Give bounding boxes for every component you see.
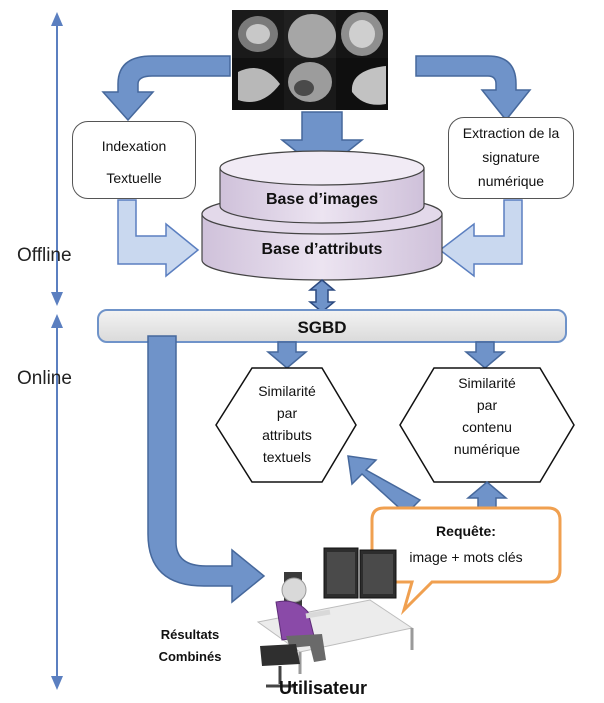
double-arrow-db-sgbd [307, 279, 337, 313]
content-similarity-line2: par [476, 397, 498, 413]
sgbd-bar [97, 309, 567, 343]
user-label: Utilisateur [278, 678, 368, 698]
content-similarity-line1: Similarité [458, 375, 516, 391]
arrow-sgbd-to-content-similarity [463, 341, 507, 369]
text-similarity-label: Similarité par attributs textuels [232, 380, 342, 468]
offline-phase-arrow [51, 12, 63, 306]
query-line2: image + mots clés [409, 549, 523, 565]
curved-arrow-to-extraction [415, 55, 532, 122]
query-callout [370, 506, 562, 616]
textual-indexing-box: Indexation Textuelle [72, 121, 196, 199]
signature-extraction-line3: numérique [477, 173, 545, 189]
image-base-cylinder [219, 150, 425, 224]
results-arrow-to-user [147, 335, 266, 604]
textual-indexing-line2: Textuelle [106, 170, 162, 186]
signature-extraction-box: Extraction de la signature numérique [448, 117, 574, 199]
content-similarity-hexagon [399, 367, 575, 483]
curved-arrow-to-indexing [101, 55, 231, 122]
text-similarity-hexagon [215, 367, 357, 483]
content-similarity-label: Similarité par contenu numérique [430, 372, 544, 460]
content-similarity-line3: contenu [462, 419, 512, 435]
user-workstation-illustration [256, 547, 414, 688]
text-similarity-line1: Similarité [258, 383, 316, 399]
signature-extraction-line2: signature [482, 149, 540, 165]
query-label: Requête: image + mots clés [374, 518, 558, 570]
combined-results-line1: Résultats [160, 627, 220, 642]
combined-results-line2: Combinés [158, 649, 222, 664]
arrow-extraction-to-db [438, 199, 523, 278]
attribute-base-label: Base d’attributs [261, 241, 383, 258]
medical-images-collage [232, 10, 388, 110]
online-label: Online [17, 368, 72, 389]
arrow-query-to-content-similarity [465, 481, 509, 511]
content-similarity-line4: numérique [453, 441, 521, 457]
sgbd-label: SGBD [297, 318, 347, 337]
offline-label: Offline [17, 245, 72, 266]
signature-extraction-line1: Extraction de la [462, 125, 560, 141]
query-line1: Requête: [436, 523, 496, 539]
arrow-indexing-to-db [117, 199, 200, 278]
text-similarity-line4: textuels [262, 449, 312, 465]
textual-indexing-line1: Indexation [101, 138, 167, 154]
online-phase-arrow [51, 314, 63, 690]
combined-results-label: Résultats Combinés [138, 624, 242, 668]
arrow-query-to-text-similarity [347, 455, 422, 516]
text-similarity-line2: par [276, 405, 298, 421]
image-base-label: Base d’images [265, 191, 379, 208]
arrow-sgbd-to-text-similarity [265, 341, 309, 369]
text-similarity-line3: attributs [262, 427, 312, 443]
